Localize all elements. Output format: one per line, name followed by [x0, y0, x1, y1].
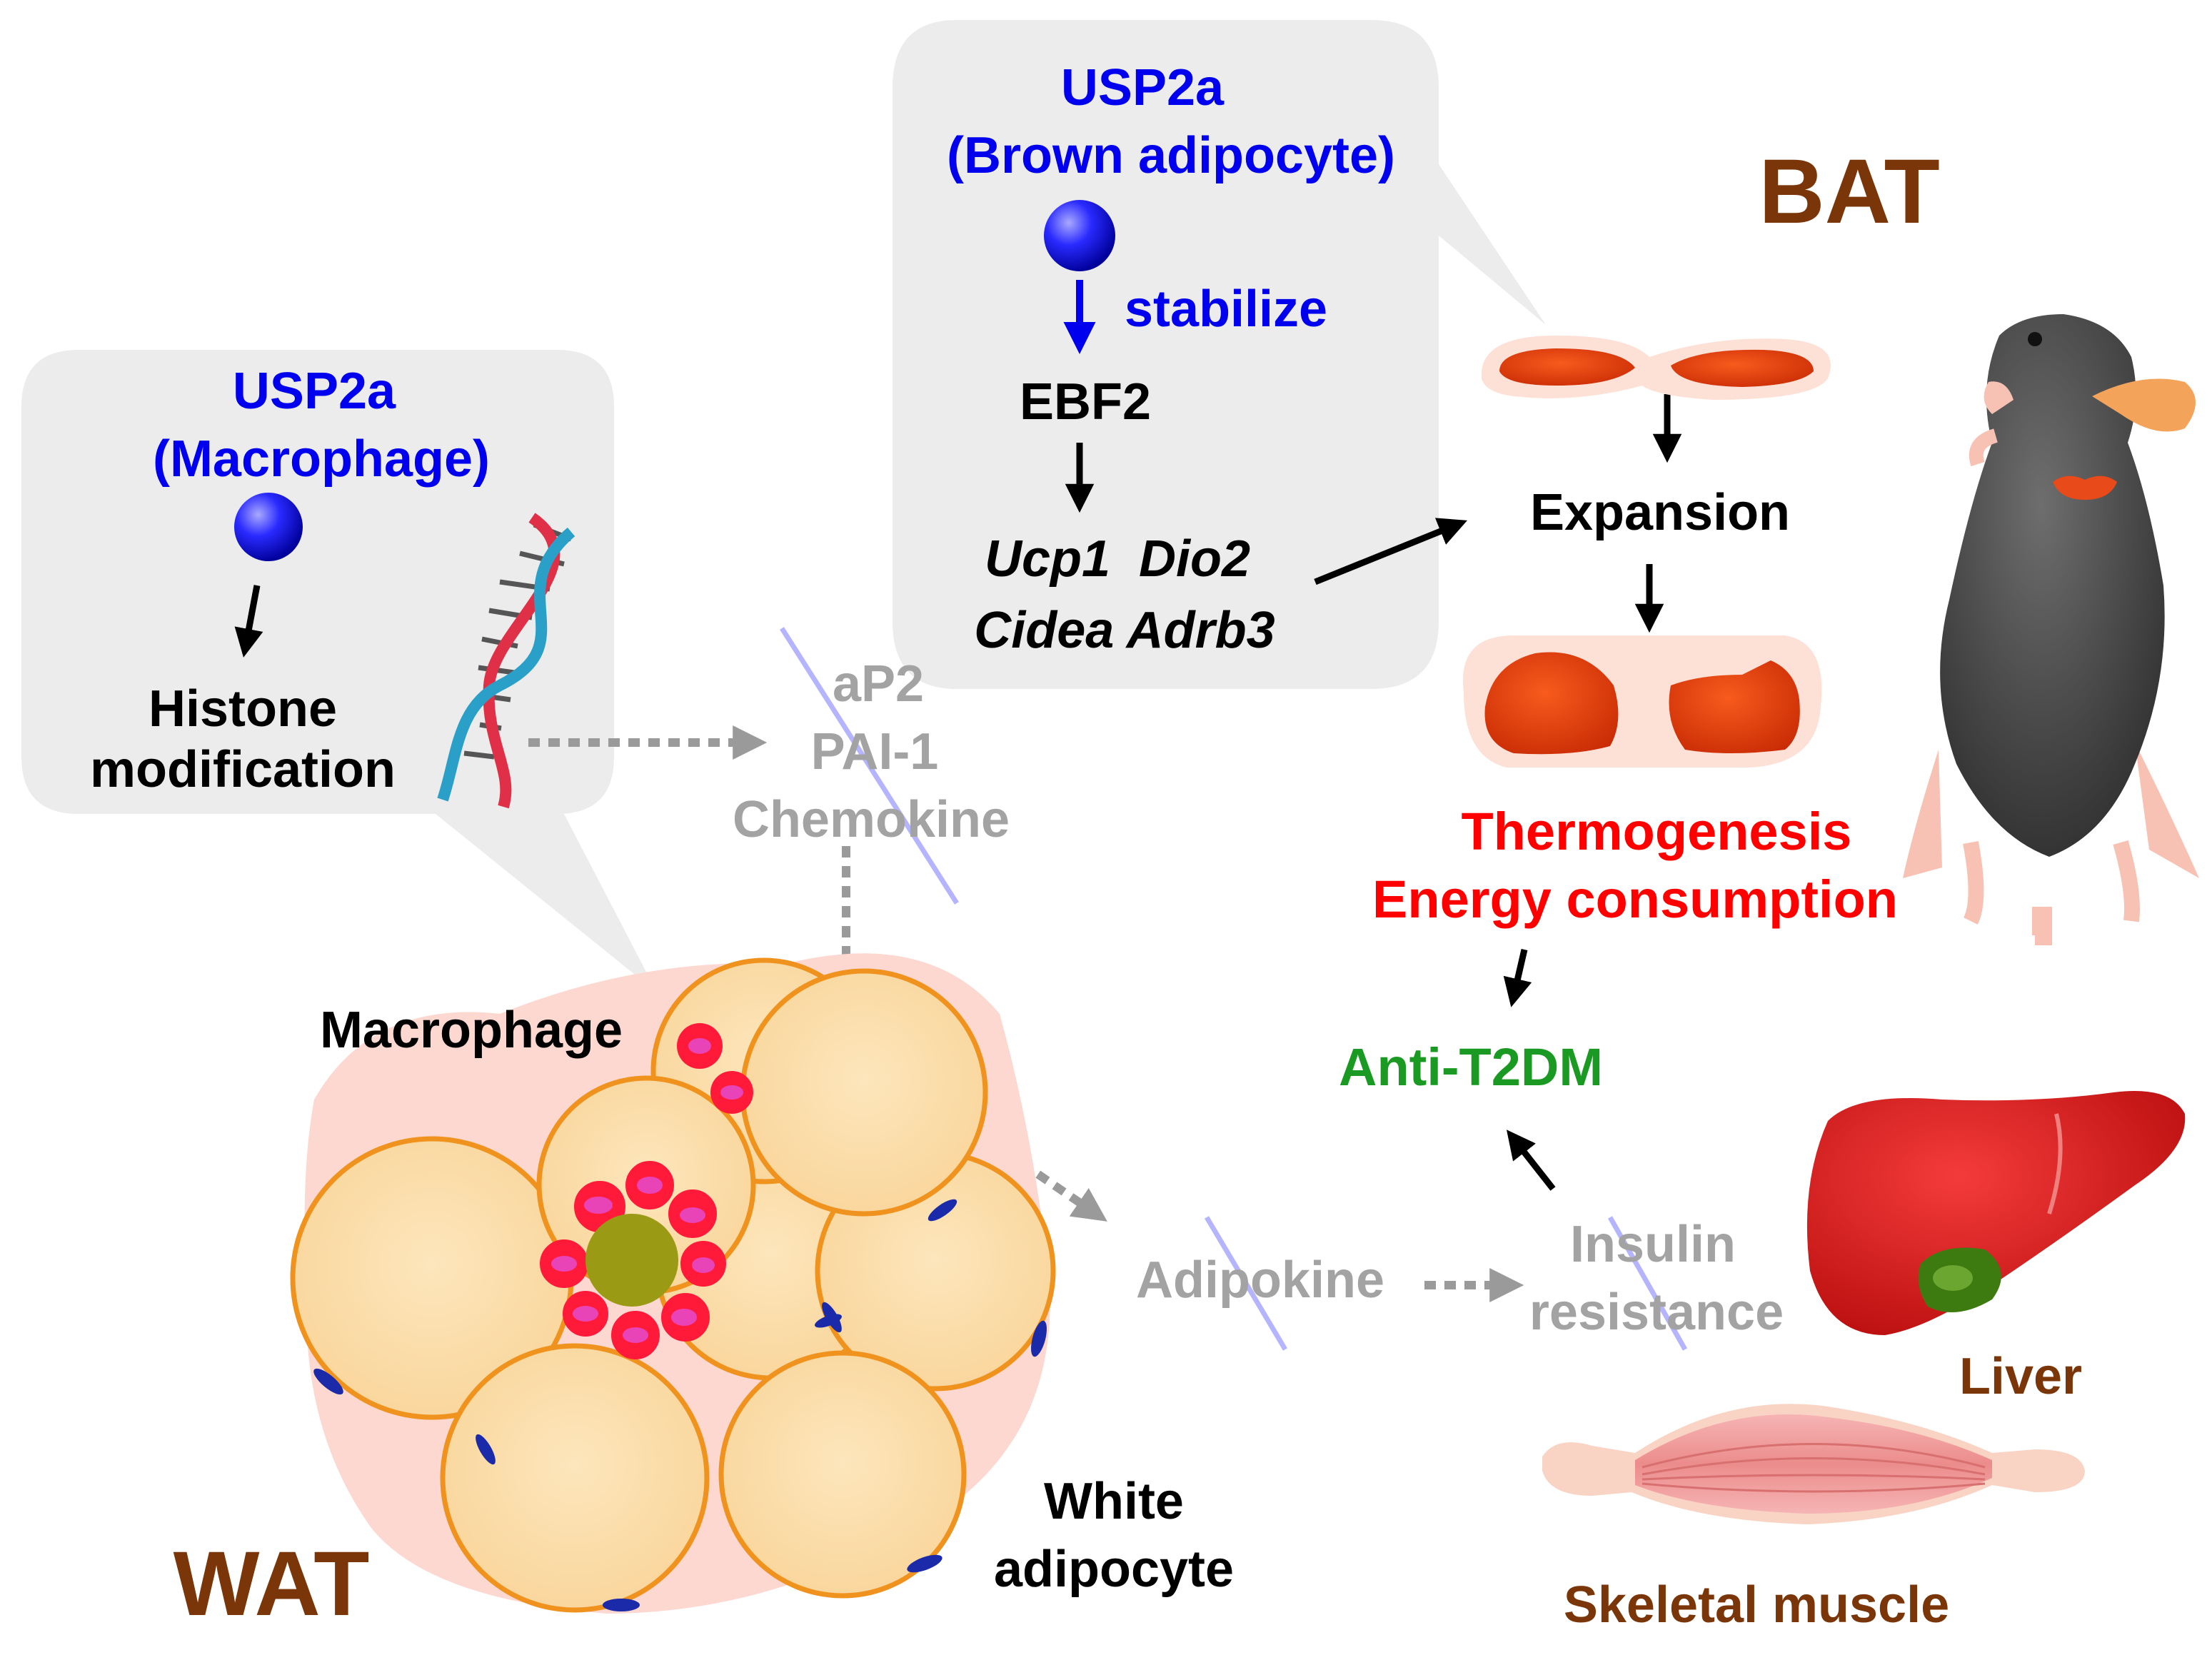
arrow-energy-anti: [1503, 948, 1532, 1007]
brown-usp2a-subtitle: (Brown adipocyte): [946, 127, 1396, 184]
genes-line1: Ucp1 Dio2: [984, 530, 1251, 588]
callout-macrophage: [21, 350, 657, 992]
usp2a-sphere-icon: [1044, 200, 1115, 271]
dna-helix-icon: [437, 513, 575, 809]
arrow-usp2a-histone: [234, 585, 263, 658]
insulin-label-line1: Insulin: [1570, 1216, 1736, 1273]
liver-label: Liver: [1959, 1348, 2083, 1405]
inhibit-slash-insulin: [1607, 1216, 1688, 1351]
callout-brown-adipocyte: [893, 20, 1546, 689]
anti-t2dm-label: Anti-T2DM: [1339, 1037, 1603, 1097]
white-adipocyte-line2: adipocyte: [993, 1541, 1235, 1598]
histone-label-line1: Histone: [148, 680, 338, 738]
pai1-label: PAI-1: [810, 723, 939, 780]
ebf2-label: EBF2: [1019, 373, 1152, 431]
histone-label-line2: modification: [90, 741, 396, 798]
stabilize-label: stabilize: [1125, 281, 1328, 338]
white-adipocyte-line1: White: [1044, 1473, 1184, 1530]
liver-icon: [1806, 1091, 2186, 1335]
inhibit-slash-adipokine: [1204, 1216, 1288, 1351]
chemokine-label: Chemokine: [732, 791, 1010, 848]
skeletal-muscle-label: Skeletal muscle: [1563, 1576, 1950, 1634]
insulin-label-line2: resistance: [1529, 1284, 1784, 1341]
brown-usp2a-title: USP2a: [1060, 59, 1225, 116]
macrophage-icon: [677, 1023, 753, 1114]
muscle-icon: [1542, 1404, 2085, 1524]
brown-fat-pad-large-icon: [1462, 635, 1822, 768]
macrophage-label: Macrophage: [319, 1002, 623, 1059]
arrow-genes-expansion: [1314, 518, 1468, 585]
genes-line2: Cidea Adrb3: [974, 602, 1275, 659]
adipocyte-cluster-icon: [290, 953, 1056, 1614]
mouse-icon: [1903, 314, 2199, 945]
adipokine-label: Adipokine: [1135, 1252, 1384, 1309]
energy-consumption-label: Energy consumption: [1372, 870, 1898, 929]
macrophage-usp2a-title: USP2a: [232, 363, 396, 420]
bat-label: BAT: [1759, 141, 1940, 243]
wat-label: WAT: [173, 1533, 370, 1635]
usp2a-sphere-icon: [234, 493, 303, 561]
thermogenesis-label: Thermogenesis: [1461, 802, 1852, 861]
macrophage-usp2a-subtitle: (Macrophage): [152, 431, 491, 488]
brown-fat-pad-small-icon: [1481, 336, 1831, 400]
ap2-label: aP2: [832, 655, 925, 713]
arrow-insulin-anti: [1506, 1130, 1556, 1191]
inhibit-slash-chemokine: [780, 627, 959, 905]
expansion-label: Expansion: [1529, 484, 1791, 541]
